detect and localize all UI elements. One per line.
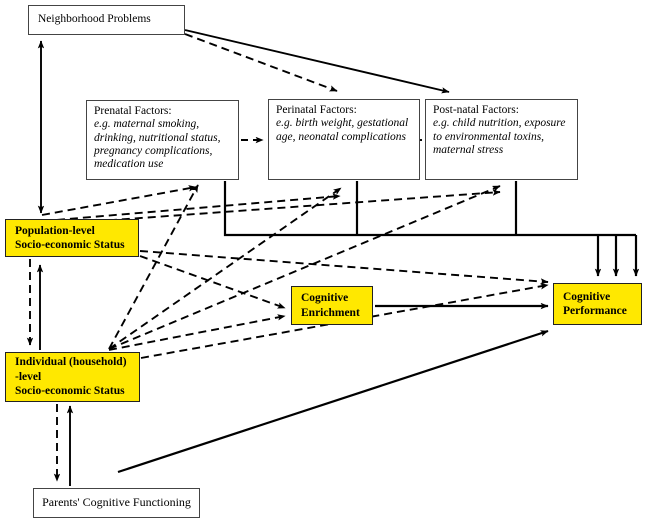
cognitive-enrichment-line-1: Cognitive (301, 292, 349, 305)
cognitive-enrichment-line-2: Enrichment (301, 306, 360, 319)
edge-neighborhood-to-perinatal (184, 33, 338, 92)
prenatal-factors-detail: e.g. maternal smoking, drinking, nutriti… (94, 118, 221, 171)
node-cognitive-performance[interactable]: Cognitive Performance (553, 283, 642, 325)
node-population-level-ses[interactable]: Population-level Socio-economic Status (5, 219, 139, 257)
perinatal-factors-detail: e.g. birth weight, gestational age, neon… (276, 117, 409, 143)
population-ses-line-1: Population-level (15, 224, 95, 237)
edge-individual-ses-to-perinatal (108, 187, 342, 350)
edge-population-ses-to-performance (139, 250, 549, 285)
postnatal-factors-detail: e.g. child nutrition, exposure to enviro… (433, 117, 566, 156)
node-individual-household-ses[interactable]: Individual (household) -level Socio-econ… (5, 352, 140, 402)
node-postnatal-factors[interactable]: Post-natal Factors: e.g. child nutrition… (425, 99, 578, 180)
postnatal-factors-title: Post-natal Factors: (433, 104, 519, 116)
edge-prenatal-to-performance-bus (223, 181, 636, 237)
edge-individual-ses-to-postnatal (108, 185, 501, 350)
individual-ses-line-3: Socio-economic Status (15, 385, 125, 398)
edge-parents-to-performance (117, 329, 549, 474)
edge-individual-ses-to-performance (140, 283, 549, 359)
parents-cognitive-functioning-label: Parents' Cognitive Functioning (42, 495, 191, 510)
neighborhood-problems-label: Neighborhood Problems (38, 13, 151, 26)
edge-neighborhood-to-postnatal (184, 29, 450, 94)
edge-population-ses-to-enrichment (139, 255, 286, 309)
edge-individual-ses-to-prenatal (108, 184, 199, 350)
cognitive-performance-line-1: Cognitive (563, 290, 611, 303)
node-perinatal-factors[interactable]: Perinatal Factors: e.g. birth weight, ge… (268, 99, 420, 180)
cognitive-performance-line-2: Performance (563, 305, 627, 317)
perinatal-factors-title: Perinatal Factors: (276, 104, 357, 116)
individual-ses-line-1: Individual (household) (15, 356, 127, 369)
prenatal-factors-title: Prenatal Factors: (94, 105, 172, 117)
population-ses-line-2: Socio-economic Status (15, 239, 125, 251)
node-cognitive-enrichment[interactable]: Cognitive Enrichment (291, 286, 373, 325)
edge-population-ses-to-postnatal (43, 189, 501, 226)
node-prenatal-factors[interactable]: Prenatal Factors: e.g. maternal smoking,… (86, 100, 239, 180)
individual-ses-line-2: -level (15, 370, 42, 383)
edge-individual-ses-to-enrichment (108, 314, 286, 351)
edge-population-ses-to-prenatal (41, 185, 197, 216)
edge-population-ses-to-perinatal (43, 193, 341, 222)
node-neighborhood-problems[interactable]: Neighborhood Problems (28, 5, 185, 35)
node-parents-cognitive-functioning[interactable]: Parents' Cognitive Functioning (33, 488, 200, 518)
